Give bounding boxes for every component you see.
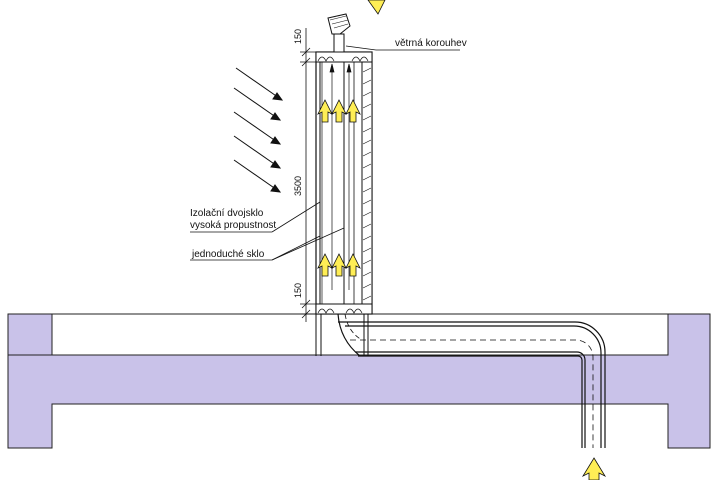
sun-ray-arrow-icon: [233, 159, 282, 193]
label-wind-cowl: větrná korouhev: [395, 38, 467, 49]
dim-top: 150: [293, 29, 303, 44]
sun-ray-arrow-icon: [233, 111, 282, 145]
sun-ray-arrow-icon: [235, 67, 284, 101]
sun-ray-arrow-icon: [233, 135, 282, 169]
duct-centerline: [350, 339, 594, 448]
up-arrow-icon: [317, 253, 333, 277]
bottom-cap-hatch: [317, 308, 363, 314]
bottom-cap: [315, 303, 373, 315]
duct-elbow: [337, 313, 361, 357]
duct-outer-top: [338, 321, 606, 448]
up-arrow-icon: [367, 0, 386, 15]
up-arrow-icon: [345, 253, 361, 277]
solar-chimney: [315, 33, 373, 315]
label-insulating-glass-2: vysoká propustnost: [190, 220, 276, 231]
wind-cowl-icon: [327, 13, 351, 35]
duct-elbow-inner: [344, 313, 363, 341]
floor-slab: [7, 313, 711, 449]
up-arrow-icon: [331, 99, 347, 123]
air-duct: [315, 313, 606, 448]
up-arrow-icon: [317, 99, 333, 123]
dimension-line: [300, 28, 320, 322]
sun-ray-arrow-icon: [233, 87, 282, 121]
cowl-stack: [333, 33, 345, 53]
leader-lines: [190, 45, 460, 261]
up-arrow-icon: [331, 253, 347, 277]
top-cap-hatch: [317, 56, 369, 62]
inlet-arrow-icon: [581, 457, 607, 480]
up-arrow-icon: [345, 99, 361, 123]
yellow-arrows: [317, 0, 607, 480]
label-single-glass: jednoduché sklo: [191, 249, 265, 260]
airflow-lines: [329, 63, 352, 290]
duct-line-3: [358, 355, 583, 448]
duct-line-1: [345, 325, 602, 448]
left-wall: [7, 313, 53, 356]
insulated-wall: [361, 51, 373, 315]
label-insulating-glass-1: Izolační dvojsklo: [190, 208, 264, 219]
sun-rays: [233, 67, 284, 193]
duct-line-2: [355, 351, 586, 448]
dim-bottom: 150: [293, 283, 303, 298]
dim-height: 3500: [293, 176, 303, 196]
